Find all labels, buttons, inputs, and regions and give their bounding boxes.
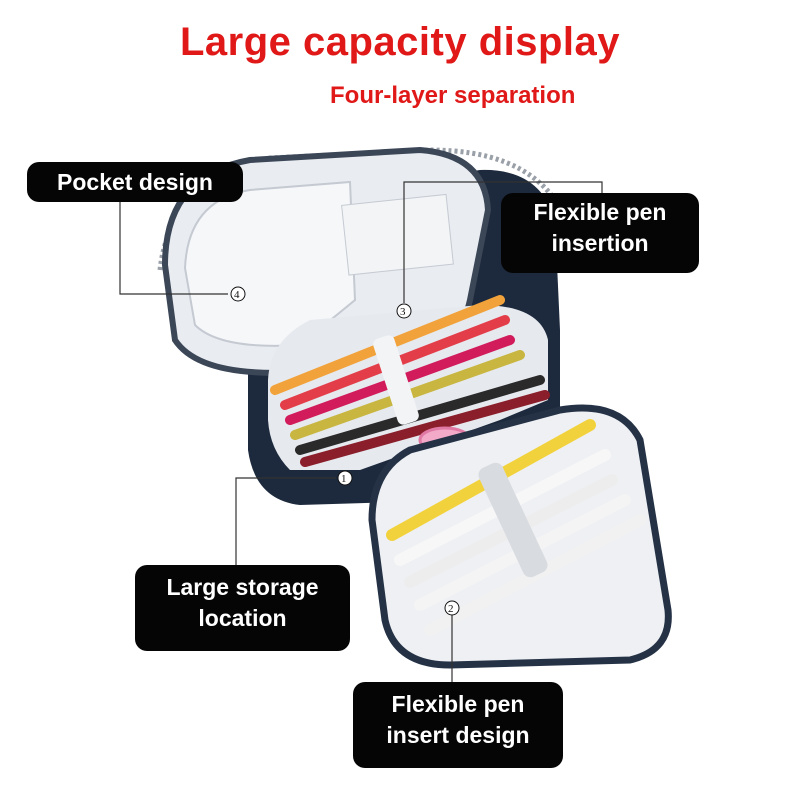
leader-line-pen-insertion bbox=[403, 181, 603, 303]
leader-line-pocket bbox=[119, 196, 228, 295]
ruler bbox=[341, 193, 454, 276]
label-flexible-pen-insert-design: Flexible pen insert design bbox=[353, 682, 563, 768]
label-flexible-pen-insert-design-line2: insert design bbox=[386, 722, 530, 749]
label-large-storage-location-line1: Large storage bbox=[166, 574, 319, 600]
marker-2: 2 bbox=[444, 600, 460, 616]
marker-4: 4 bbox=[230, 286, 246, 302]
marker-3-number: 3 bbox=[400, 306, 406, 318]
leader-line-storage bbox=[235, 477, 336, 572]
marker-1: 1 bbox=[337, 470, 353, 486]
callout-lines bbox=[119, 181, 603, 682]
page-title: Large capacity display bbox=[179, 20, 621, 64]
label-flexible-pen-insertion-line1: Flexible pen bbox=[533, 199, 667, 225]
marker-3: 3 bbox=[396, 303, 412, 319]
label-flexible-pen-insertion-line2: insertion bbox=[551, 230, 649, 257]
label-flexible-pen-insert-design-line1: Flexible pen bbox=[391, 691, 525, 717]
marker-1-number: 1 bbox=[341, 473, 347, 485]
label-flexible-pen-insertion: Flexible pen insertion bbox=[501, 193, 699, 273]
pens-flap bbox=[386, 419, 646, 636]
marker-4-number: 4 bbox=[234, 289, 240, 301]
label-pocket-design: Pocket design bbox=[27, 162, 243, 202]
label-pocket-design-text: Pocket design bbox=[57, 169, 213, 195]
label-large-storage-location-line2: location bbox=[198, 605, 287, 632]
page-subtitle: Four-layer separation bbox=[330, 82, 576, 109]
marker-2-number: 2 bbox=[448, 603, 454, 615]
label-large-storage-location: Large storage location bbox=[135, 565, 350, 651]
